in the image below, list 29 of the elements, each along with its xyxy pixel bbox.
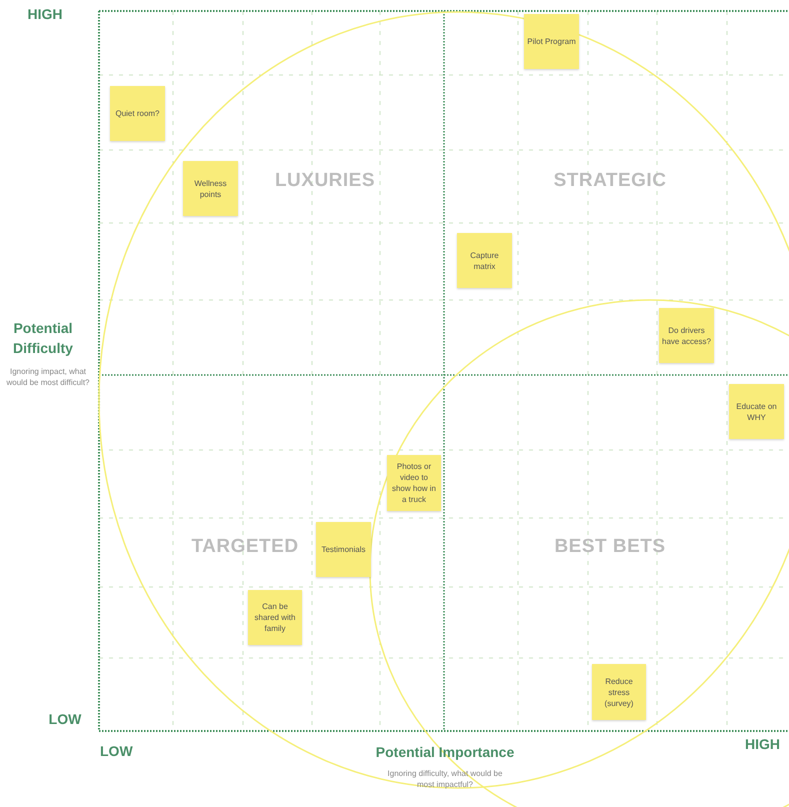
axis-title: Potential Difficulty: [12, 319, 74, 358]
note-text: Reduce stress (survey): [604, 676, 634, 708]
quadrant-label: STRATEGIC: [552, 170, 668, 192]
sticky-note: [183, 161, 238, 216]
note-text: Do drivers have access?: [662, 324, 711, 346]
sticky-note: [110, 86, 165, 141]
note-text: Pilot Program: [527, 36, 576, 47]
sticky-note: [524, 14, 579, 69]
axis-end-label: LOW: [48, 711, 82, 727]
sticky-note: [659, 308, 714, 363]
sticky-note: [248, 590, 302, 645]
note-text: Photos or video to show how in a truck: [390, 461, 438, 505]
sticky-note: [592, 664, 646, 720]
note-text: Quiet room?: [115, 108, 160, 119]
sticky-note: [387, 455, 441, 511]
note-text: Can be shared with family: [254, 601, 296, 634]
axis-end-label: HIGH: [745, 736, 781, 752]
axis-end-label: HIGH: [26, 6, 64, 22]
sticky-note: [316, 522, 371, 577]
sticky-note: [729, 384, 784, 439]
note-text: Wellness points: [193, 178, 228, 200]
axis-end-label: LOW: [100, 743, 134, 759]
quadrant-label: LUXURIES: [274, 170, 376, 192]
quadrant-label: BEST BETS: [553, 536, 667, 558]
sticky-note: [457, 233, 512, 288]
note-text: Educate on WHY: [735, 400, 778, 422]
axis-note: Ignoring impact, what would be most difficult?: [5, 366, 90, 388]
note-text: Capture matrix: [469, 250, 500, 272]
note-text: Testimonials: [321, 544, 366, 555]
